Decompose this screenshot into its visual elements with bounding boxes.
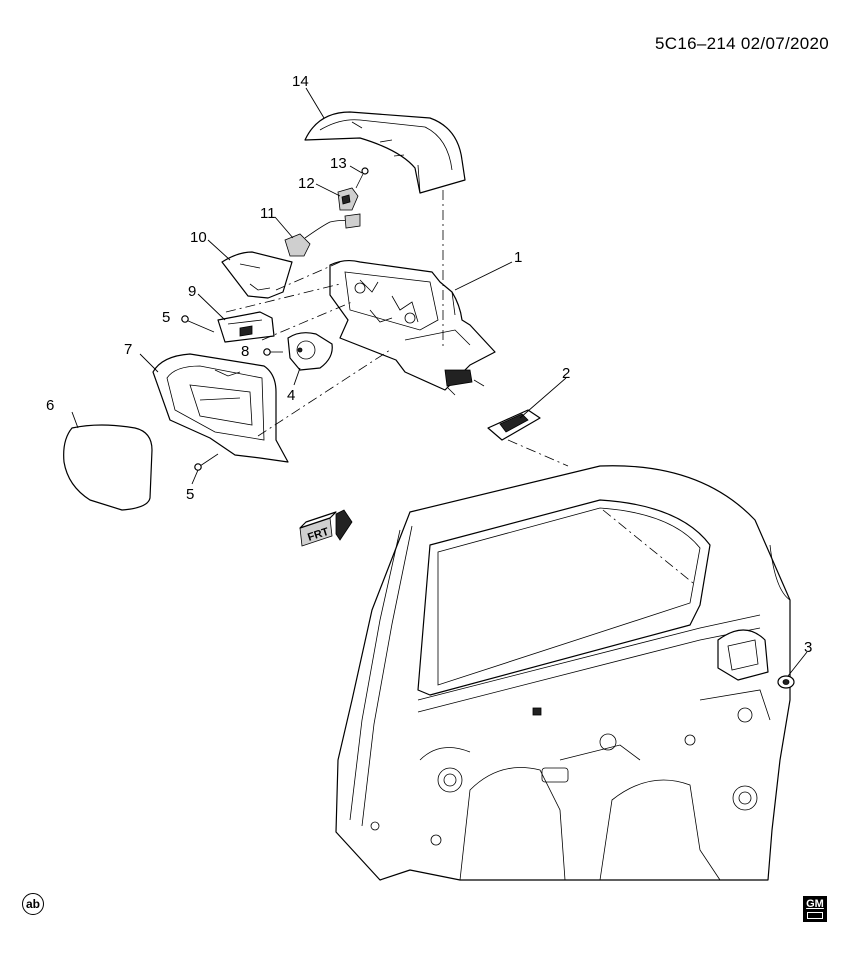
part-6-mirror-glass (63, 424, 153, 511)
part-5-screw-upper (181, 315, 215, 333)
callout-2: 2 (562, 365, 570, 382)
callout-7: 7 (124, 341, 132, 358)
assembly-centrelines (225, 190, 569, 467)
callout-5-upper: 5 (162, 309, 170, 326)
part-14-mirror-cover (304, 111, 466, 194)
callout-11: 11 (260, 205, 276, 222)
callout-10: 10 (190, 229, 207, 246)
part-8-screw (263, 348, 283, 356)
part-11-harness (284, 213, 361, 257)
callout-4: 4 (287, 387, 295, 404)
callout-9: 9 (188, 283, 196, 300)
part-9-bracket (217, 311, 275, 343)
part-7-mirror-shell (152, 353, 289, 463)
part-3-nut (777, 675, 795, 689)
part-10-trim-cover (221, 251, 293, 299)
callout-1: 1 (514, 249, 522, 266)
callout-5-lower: 5 (186, 486, 194, 503)
leader-lines (71, 87, 808, 677)
part-12-connector (337, 187, 359, 211)
callout-13: 13 (330, 155, 347, 172)
callout-labels: 14 13 12 11 10 9 1 2 3 4 5 5 6 7 8 (46, 73, 812, 656)
callout-6: 6 (46, 397, 54, 414)
front-direction-marker: FRT (299, 509, 353, 547)
callout-3: 3 (804, 639, 812, 656)
part-13-screw (355, 167, 369, 189)
gm-logo: GM (803, 896, 827, 922)
part-5-screw-lower (194, 453, 219, 471)
callout-14: 14 (292, 73, 309, 90)
gm-logo-text: GM (806, 898, 824, 910)
part-2-gasket (487, 409, 541, 441)
part-1-mirror-assembly (329, 259, 496, 396)
door-assembly (335, 465, 791, 881)
callout-8: 8 (241, 343, 249, 360)
callout-12: 12 (298, 175, 315, 192)
diagram-code-date: 5C16–214 02/07/2020 (655, 34, 829, 53)
ab-symbol: ab (22, 893, 44, 915)
gm-logo-bar (807, 912, 823, 919)
part-4-actuator (287, 332, 333, 371)
